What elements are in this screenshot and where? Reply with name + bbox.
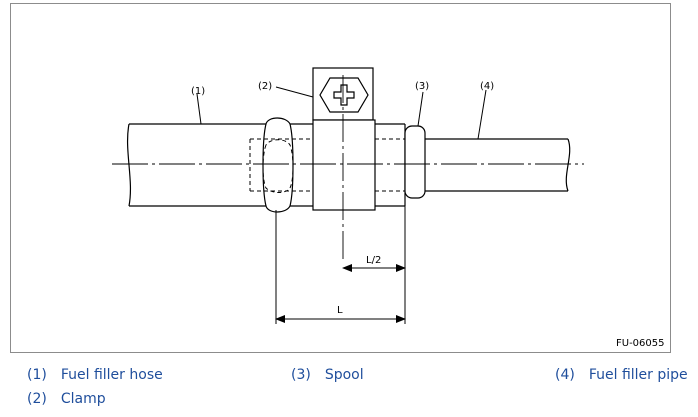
dimension-full-label: L: [337, 305, 343, 316]
fuel-filler-pipe: [425, 138, 571, 192]
callout-3: (3): [415, 81, 429, 92]
legend-label: Fuel filler pipe: [588, 367, 688, 383]
callout-4: (4): [480, 81, 494, 92]
legend-number: (4): [555, 367, 575, 383]
fuel-filler-hose: [126, 117, 313, 213]
legend-item-fuel-filler-hose: (1) Fuel filler hose: [27, 367, 163, 383]
hidden-pipe-outline: [249, 138, 405, 193]
legend-number: (1): [27, 367, 47, 383]
callout-1: (1): [191, 86, 205, 97]
legend-item-clamp: (2) Clamp: [27, 391, 106, 407]
leader-lines: [196, 86, 487, 140]
figure-id: FU-06055: [616, 338, 665, 349]
clamp: [312, 67, 376, 211]
pipe-section: [375, 123, 406, 207]
legend-number: (2): [27, 391, 47, 407]
legend-item-fuel-filler-pipe: (4) Fuel filler pipe: [555, 367, 688, 383]
callout-2: (2): [258, 81, 272, 92]
clamp-screw-cross: [333, 84, 355, 106]
dimension-half-label: L/2: [366, 255, 381, 266]
legend-label: Fuel filler hose: [60, 367, 163, 383]
legend-item-spool: (3) Spool: [291, 367, 364, 383]
legend-number: (3): [291, 367, 311, 383]
spool: [404, 125, 426, 199]
legend-label: Clamp: [60, 391, 106, 407]
figure-frame: [10, 3, 671, 353]
legend-label: Spool: [324, 367, 364, 383]
